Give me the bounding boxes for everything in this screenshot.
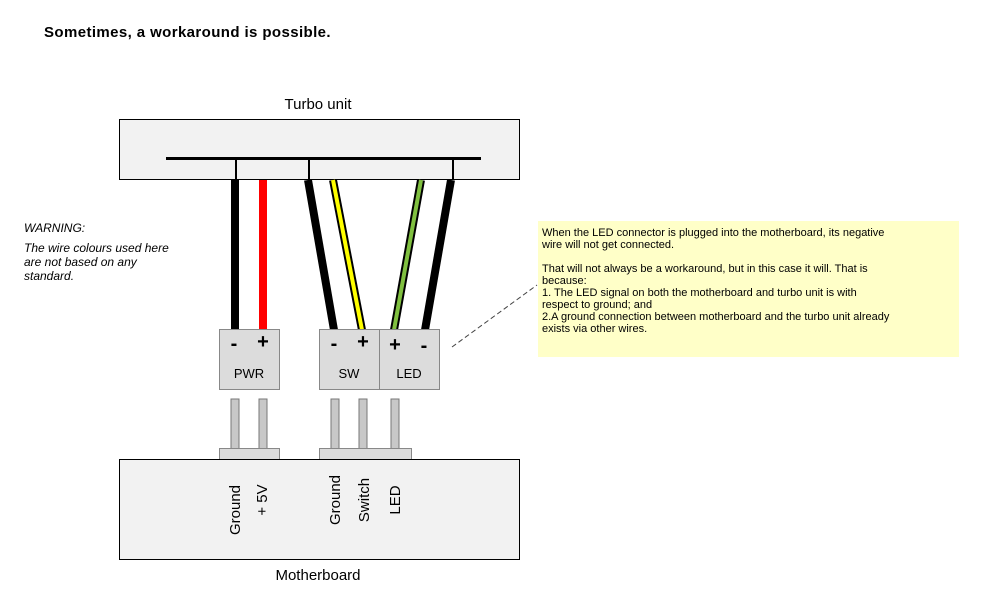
pwr-connector	[219, 329, 280, 390]
pin-label-switch: Switch	[356, 478, 373, 522]
motherboard-label: Motherboard	[275, 567, 360, 584]
explanation-note: When the LED connector is plugged into t…	[538, 221, 959, 357]
wire-led-minus	[421, 179, 455, 331]
note-line-5: 1. The LED signal on both the motherboar…	[542, 287, 857, 299]
note-line-8: exists via other wires.	[542, 323, 648, 335]
pin-plus-5v	[258, 398, 268, 450]
turbo-unit-box	[119, 119, 520, 180]
pin-label-led: LED	[387, 485, 404, 514]
pin-ground-1	[230, 398, 240, 450]
pwr-left-sign: -	[231, 333, 238, 355]
wire-sw-ground	[304, 179, 338, 331]
page-title: Sometimes, a workaround is possible.	[44, 24, 331, 41]
note-line-2: wire will not get connected.	[542, 239, 675, 251]
sw-connector	[319, 329, 380, 390]
pin-ground-2	[330, 398, 340, 450]
led-left-sign: +	[389, 334, 401, 356]
pin-label-ground-1: Ground	[227, 485, 244, 535]
header-base-front-panel	[319, 448, 412, 461]
warning-line-2: are not based on any	[24, 255, 137, 269]
wire-sw-signal	[331, 179, 364, 331]
note-line-1: When the LED connector is plugged into t…	[542, 227, 885, 239]
pin-label-plus-5v: + 5V	[254, 484, 271, 515]
led-label: LED	[396, 366, 421, 381]
pin-label-ground-2: Ground	[327, 475, 344, 525]
warning-line-3: standard.	[24, 269, 75, 283]
led-connector	[379, 329, 440, 390]
header-base-pwr	[219, 448, 280, 461]
wire-led-plus	[392, 179, 423, 331]
pin-led	[390, 398, 400, 450]
pwr-label: PWR	[234, 366, 264, 381]
callout-line	[451, 284, 538, 348]
sw-left-sign: -	[331, 333, 338, 355]
motherboard-box	[119, 459, 520, 560]
pwr-right-sign: +	[257, 331, 269, 353]
sw-label: SW	[339, 366, 361, 381]
sw-right-sign: +	[357, 331, 369, 353]
turbo-unit-label: Turbo unit	[285, 96, 353, 113]
warning-heading: WARNING:	[24, 221, 86, 235]
led-right-sign: -	[421, 335, 428, 357]
warning-note: WARNING: The wire colours used here are …	[24, 221, 214, 283]
warning-line-1: The wire colours used here	[24, 241, 169, 255]
note-line-4: because:	[542, 275, 587, 287]
pin-switch	[358, 398, 368, 450]
note-line-3: That will not always be a workaround, bu…	[542, 263, 868, 275]
note-line-6: respect to ground; and	[542, 299, 653, 311]
note-line-7: 2.A ground connection between motherboar…	[542, 311, 890, 323]
